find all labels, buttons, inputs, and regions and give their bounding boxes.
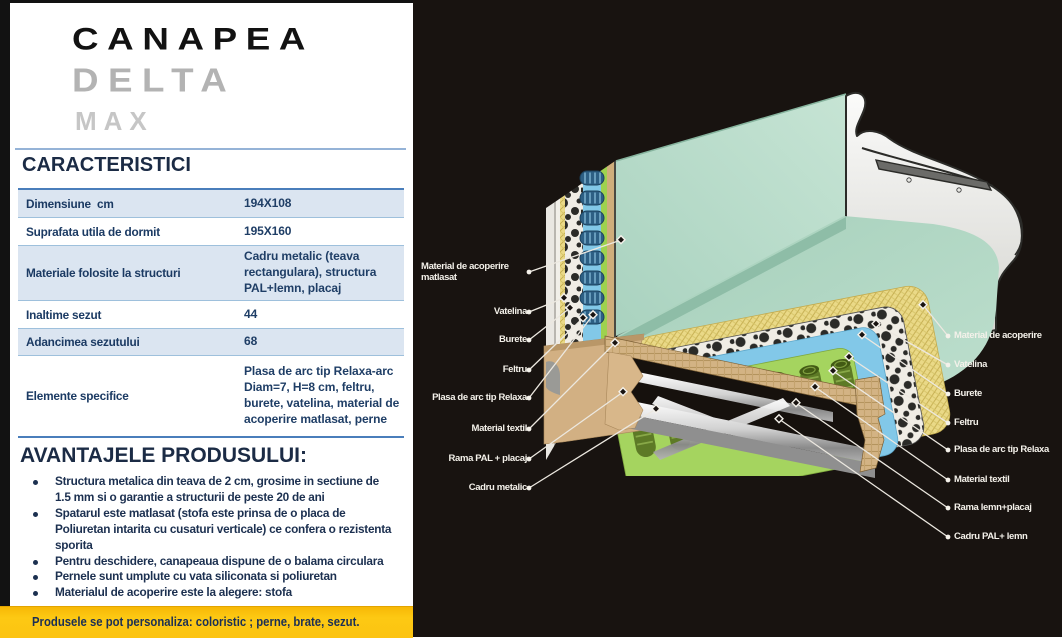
left-border: [0, 0, 10, 606]
characteristics-title: CARACTERISTICI: [22, 154, 191, 176]
advantages-list: Structura metalica din teava de 2 cm, gr…: [30, 474, 394, 601]
row-label: Materiale folosite la structuri: [26, 266, 181, 280]
table-row: Inaltime sezut 44: [18, 301, 404, 329]
row-value: 195X160: [244, 223, 292, 238]
diagram-label-right: Burete: [954, 388, 982, 399]
diagram-label-right: Feltru: [954, 417, 979, 428]
banner-text: Produsele se pot personaliza: coloristic…: [32, 615, 360, 629]
table-row: Suprafata utila de dormit 195X160: [18, 218, 404, 246]
label-dots: [526, 269, 951, 540]
diagram-label-right: Material de acoperire: [954, 330, 1042, 341]
table-row: Dimensiune cm 194X108: [18, 190, 404, 218]
brand-delta: DELTA: [72, 62, 237, 100]
diagram-label-left: Material de acoperire matlasat: [421, 261, 509, 283]
advantage-item: Materialul de acoperire este la alegere:…: [30, 585, 394, 601]
diagram-label-left: Vatelina: [493, 306, 527, 317]
characteristics-table: Dimensiune cm 194X108 Suprafata utila de…: [18, 188, 404, 438]
leader-lines: [528, 239, 949, 538]
advantage-item: Pernele sunt umplute cu vata siliconata …: [30, 569, 394, 585]
backrest-springs: [579, 170, 605, 325]
row-label: Suprafata utila de dormit: [26, 224, 160, 239]
row-value: 194X108: [244, 195, 292, 210]
diagram-label-left: Burete: [499, 334, 527, 345]
brand-max: MAX: [75, 106, 154, 136]
backrest-panel: [615, 93, 847, 336]
advantage-item: Spatarul este matlasat (stofa este prins…: [30, 506, 394, 554]
table-row: Elemente specifice Plasa de arc tip Rela…: [18, 356, 404, 436]
row-label: Adancimea sezutului: [26, 335, 140, 349]
sofa-diagram-svg: [413, 0, 1062, 637]
sofa-cutaway-diagram: Material de acoperire matlasat Vatelina …: [413, 0, 1062, 637]
info-panel: CANAPEA DELTA MAX CARACTERISTICI Dimensi…: [0, 0, 413, 644]
diagram-label-left: Rama PAL + placaj: [448, 453, 528, 464]
table-row: Materiale folosite la structuri Cadru me…: [18, 246, 404, 301]
advantage-item: Structura metalica din teava de 2 cm, gr…: [30, 474, 394, 506]
top-border: [0, 0, 413, 3]
callout-diamonds: [559, 234, 928, 424]
advantage-item: Pentru deschidere, canapeaua dispune de …: [30, 554, 394, 570]
table-row: Adancimea sezutului 68: [18, 329, 404, 356]
diagram-label-right: Rama lemn+placaj: [954, 502, 1032, 513]
row-value: Plasa de arc tip Relaxa-arc Diam=7, H=8 …: [244, 364, 400, 426]
row-label: Inaltime sezut: [26, 307, 102, 322]
personalization-banner: Produsele se pot personaliza: coloristic…: [0, 606, 413, 638]
diagram-label-right: Plasa de arc tip Relaxa: [954, 444, 1049, 455]
diagram-label-right: Cadru PAL+ lemn: [954, 531, 1028, 542]
diagram-label-left: Feltru: [502, 364, 528, 375]
diagram-label-left: Cadru metalic: [468, 482, 528, 493]
row-label: Dimensiune cm: [26, 196, 114, 211]
brand-block: CANAPEA DELTA MAX: [72, 22, 305, 137]
advantages-title: AVANTAJELE PRODUSULUI:: [20, 444, 308, 467]
base-frame: [604, 335, 886, 478]
brand-canapea: CANAPEA: [72, 22, 315, 57]
diagram-label-right: Material textil: [954, 474, 1010, 485]
diagram-label-left: Material textil: [471, 423, 528, 434]
row-value: 44: [244, 306, 258, 321]
diagram-label-right: Vatelina: [954, 359, 988, 370]
row-value: Cadru metalic (teava rectangulara), stru…: [244, 249, 377, 295]
row-label: Elemente specifice: [26, 389, 129, 403]
row-value: 68: [244, 334, 258, 349]
diagram-label-left: Plasa de arc tip Relaxa: [432, 392, 527, 403]
divider-rule: [15, 148, 406, 150]
